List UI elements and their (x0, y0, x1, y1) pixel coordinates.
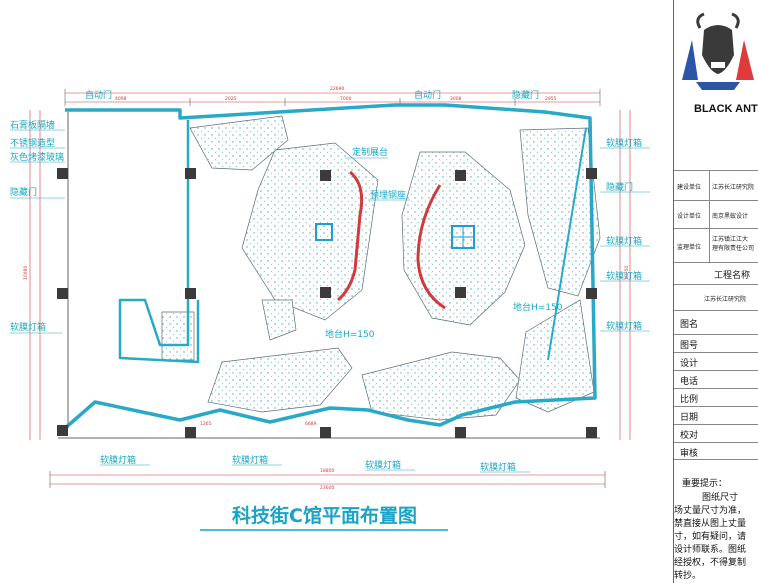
label-hidden-door-right: 隐藏门 (606, 181, 633, 193)
dim-bottom-c: 1265 (200, 421, 212, 427)
row-field-2: 设计 (674, 352, 758, 370)
label-hidden-door-left: 隐藏门 (10, 186, 37, 198)
note-line-1: 场丈量尺寸为准， (674, 506, 747, 516)
label-custom-stand: 定制展台 (352, 146, 388, 158)
label-auto-door-left: 自动门 (85, 89, 112, 101)
field-drawing-name: 图名 (680, 320, 699, 330)
walls (58, 103, 600, 439)
dim-top-total: 22690 (330, 86, 344, 92)
bottom-right-platform (361, 351, 521, 421)
field-phone: 电话 (680, 377, 699, 387)
dim-right-h: 10750 (624, 266, 630, 280)
center-left-platform (241, 142, 379, 321)
floor-plan: 22690 4098 2025 7000 3008 2955 10980 107… (10, 86, 650, 531)
label-embedded-screen: 预埋钢座 (370, 189, 406, 201)
row-field-1: 图号 (674, 334, 758, 352)
screens (315, 223, 475, 249)
row-client-value: 江苏长江研究院 (712, 184, 755, 191)
label-auto-door-mid: 自动门 (414, 89, 441, 101)
dim-top-e: 2955 (545, 96, 557, 102)
row-client-key: 建设单位 (677, 184, 702, 191)
label-floor-right: 地台H=150 (513, 301, 563, 313)
label-film-box-r1: 软膜灯箱 (606, 137, 642, 149)
dim-top-d: 3008 (450, 96, 462, 102)
note-line-4: 设计师联系。图纸 (674, 545, 747, 555)
row-field-4: 比例 (674, 388, 758, 406)
labels: 自动门 自动门 隐藏门 石膏板隔墙 不锈钢造型 灰色烤漆玻璃 隐藏门 软膜灯箱 … (10, 89, 642, 473)
dimension-lines (29, 92, 631, 485)
label-gray-glass: 灰色烤漆玻璃 (10, 151, 64, 163)
dim-top-a: 4098 (115, 96, 127, 102)
stand-right (416, 184, 446, 310)
stands (337, 170, 446, 310)
label-steel-shape: 不锈钢造型 (10, 137, 55, 149)
small-left-platform (261, 299, 297, 341)
row-field-6: 校对 (674, 424, 758, 442)
row-field-3: 电话 (674, 370, 758, 388)
note-line-5: 经授权，不得复制 (674, 558, 747, 568)
label-film-box-b3: 软膜灯箱 (365, 459, 401, 471)
title-block: BLACK ANT 建设单位 江苏长江研究院 设计单位 南京黑蚁设计 监理单位 … (673, 0, 758, 583)
label-film-box-left: 软膜灯箱 (10, 321, 46, 333)
columns (57, 168, 597, 438)
dimension-texts: 22690 4098 2025 7000 3008 2955 10980 107… (23, 86, 630, 491)
label-gypsum-wall: 石膏板隔墙 (10, 119, 55, 131)
field-scale: 比例 (680, 395, 699, 405)
right-upper-platform (519, 127, 601, 297)
note-line-0: 图纸尺寸 (702, 493, 739, 503)
project-value: 江苏长江研究院 (704, 296, 747, 303)
note-line-3: 寸，如有疑问，请 (674, 532, 747, 542)
row-field-7: 审核 (674, 442, 758, 460)
row-supervisor: 监理单位 江苏镇江江大 理有限责任公司 (674, 228, 758, 262)
dim-bottom-a: 18800 (320, 468, 334, 474)
brand-name: BLACK ANT (694, 103, 758, 115)
row-client: 建设单位 江苏长江研究院 (674, 170, 758, 200)
dim-left-h: 10980 (23, 266, 29, 280)
field-check: 校对 (680, 431, 699, 441)
row-supervisor-value: 江苏镇江江大 理有限责任公司 (712, 236, 755, 252)
black-ant-logo (682, 12, 754, 90)
note-title: 重要提示： (682, 479, 728, 489)
label-hidden-door-top: 隐藏门 (512, 89, 539, 101)
left-upper-platform (189, 115, 289, 171)
field-design: 设计 (680, 359, 699, 369)
screen-left (315, 223, 333, 241)
drawing-title: 科技街C馆平面布置图 (232, 504, 417, 527)
project-label: 工程名称 (714, 271, 751, 281)
leaders (10, 129, 650, 473)
field-date: 日期 (680, 413, 699, 423)
right-lower-platform (515, 299, 595, 413)
row-supervisor-key: 监理单位 (677, 244, 702, 251)
note-line-6: 转抄。 (674, 571, 702, 581)
row-designer-key: 设计单位 (677, 213, 702, 220)
label-film-box-b2: 软膜灯箱 (232, 454, 268, 466)
platforms (161, 115, 601, 421)
dim-top-c: 7000 (340, 96, 352, 102)
field-review: 审核 (680, 449, 699, 459)
label-film-box-r2: 软膜灯箱 (606, 235, 642, 247)
row-field-5: 日期 (674, 406, 758, 424)
row-project-label: 工程名称 (674, 262, 758, 284)
label-floor-left: 地台H=150 (325, 328, 375, 340)
label-film-box-r3: 软膜灯箱 (606, 270, 642, 282)
note-line-2: 禁直接从图上丈量 (674, 519, 747, 529)
label-film-box-b4: 软膜灯箱 (480, 461, 516, 473)
row-field-0: 图名 (674, 310, 758, 334)
field-drawing-number: 图号 (680, 341, 699, 351)
dim-bottom-b: 6689 (305, 421, 317, 427)
dim-top-b: 2025 (225, 96, 237, 102)
label-film-box-b1: 软膜灯箱 (100, 454, 136, 466)
row-designer-value: 南京黑蚁设计 (712, 213, 749, 220)
row-project-value: 江苏长江研究院 (674, 284, 758, 310)
stand-left (337, 170, 364, 302)
dim-bottom-total: 23600 (320, 485, 334, 491)
row-designer: 设计单位 南京黑蚁设计 (674, 200, 758, 228)
label-film-box-r4: 软膜灯箱 (606, 320, 642, 332)
bottom-left-platform (207, 347, 353, 413)
